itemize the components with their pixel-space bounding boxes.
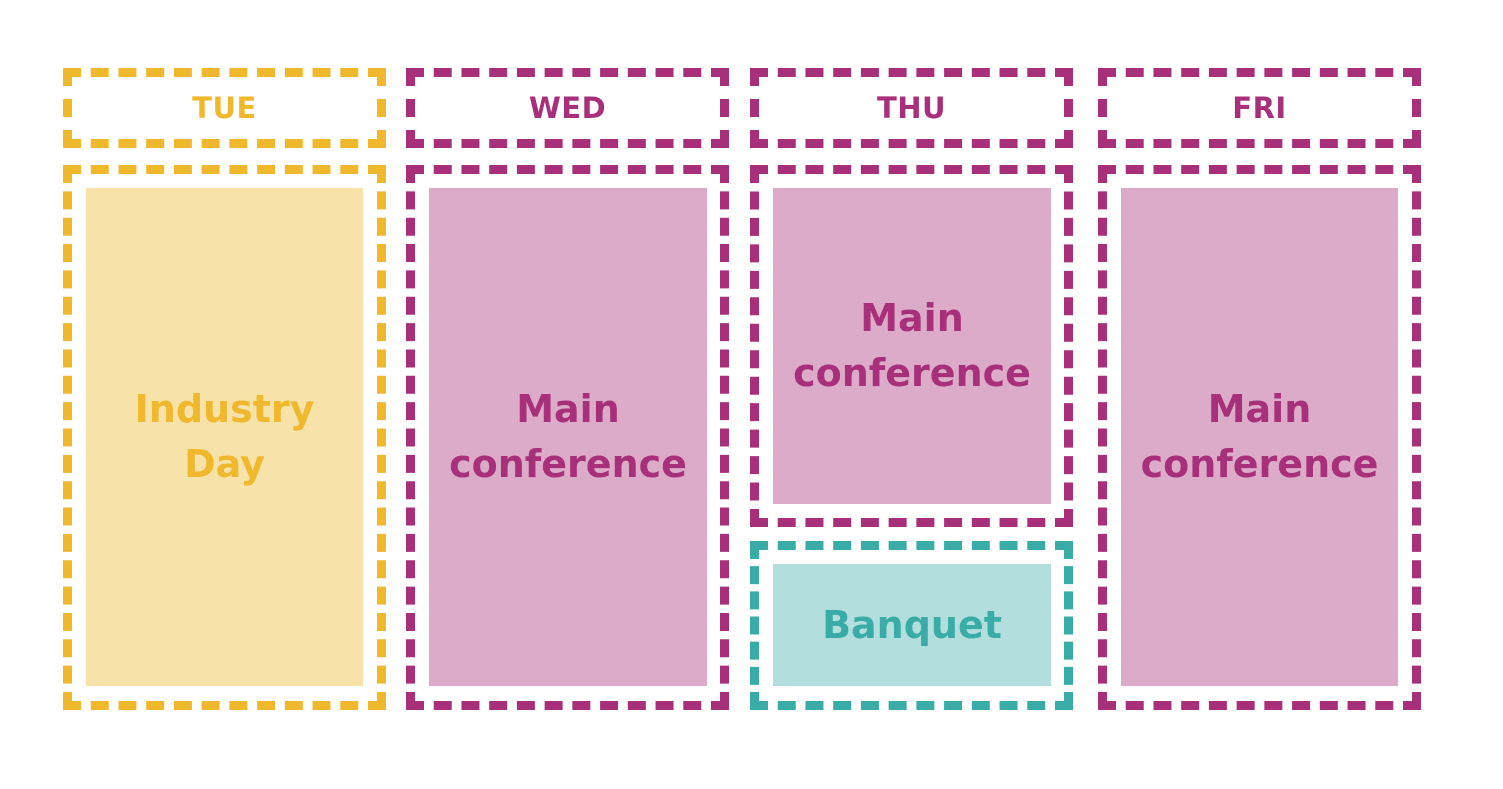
event-main-conference-fri-line1: Main	[1207, 387, 1312, 431]
day-header-fri: FRI	[1098, 68, 1421, 148]
event-frame-main-conference-fri	[1098, 165, 1421, 710]
day-label-thu: THU	[876, 91, 947, 125]
event-main-conference-wed-line1: Main	[516, 387, 620, 431]
event-main-conference-fri-line2: conference	[1140, 442, 1379, 486]
event-main-conference-thu-line2: conference	[793, 351, 1031, 395]
event-frame-main-conference-thu	[750, 165, 1073, 527]
event-industry-day-line1: Industry	[134, 387, 315, 431]
event-main-conference-wed-line2: conference	[449, 442, 687, 486]
event-frame-banquet	[750, 541, 1073, 710]
day-header-tue: TUE	[63, 68, 386, 148]
event-banquet-line1: Banquet	[822, 602, 1002, 647]
event-industry-day-line2: Day	[184, 442, 265, 486]
day-header-wed: WED	[406, 68, 729, 148]
event-frame-industry-day	[63, 165, 386, 710]
event-main-conference-fri: Main conference	[1121, 188, 1398, 686]
day-label-wed: WED	[528, 91, 607, 125]
day-header-thu: THU	[750, 68, 1073, 148]
event-frame-main-conference-wed	[406, 165, 729, 710]
event-main-conference-thu-line1: Main	[860, 296, 964, 340]
event-main-conference-wed: Main conference	[429, 188, 707, 686]
day-label-tue: TUE	[192, 91, 257, 125]
event-main-conference-thu: Main conference	[773, 188, 1051, 504]
event-industry-day: Industry Day	[86, 188, 363, 686]
day-label-fri: FRI	[1232, 91, 1287, 125]
event-banquet: Banquet	[773, 564, 1051, 686]
